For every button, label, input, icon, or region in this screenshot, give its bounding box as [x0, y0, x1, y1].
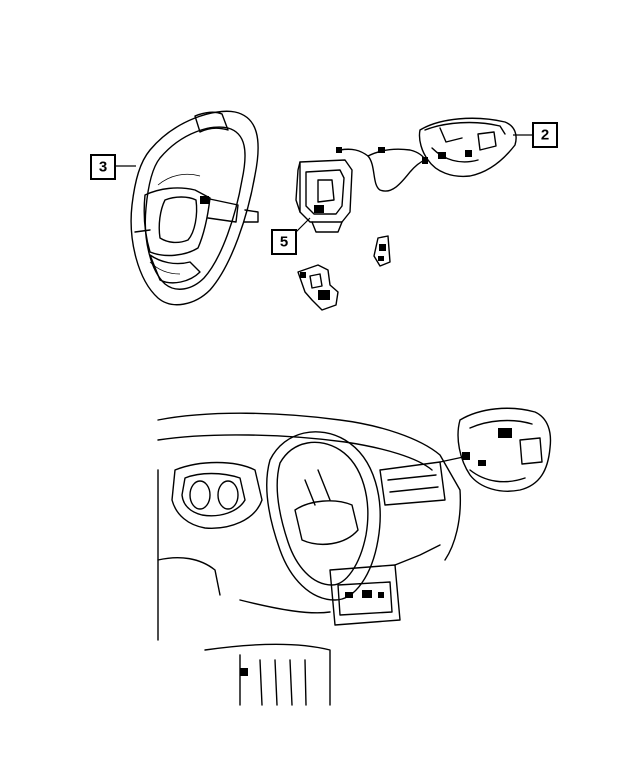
callout-5: 5 [271, 229, 297, 255]
installed-dashboard-view [157, 412, 470, 706]
callout-2-label: 2 [541, 127, 549, 144]
bracket-connector [297, 264, 339, 311]
leader-line-5 [295, 217, 311, 233]
air-bag-module-installed-detail [457, 407, 552, 492]
clockspring [295, 159, 353, 233]
callout-5-label: 5 [280, 234, 288, 251]
air-bag-module [418, 117, 517, 178]
wiring-harness [336, 147, 428, 192]
control-switch [373, 235, 391, 267]
callout-3: 3 [90, 154, 116, 180]
steering-wheel [130, 110, 259, 306]
callout-3-label: 3 [99, 159, 107, 176]
callout-2: 2 [532, 122, 558, 148]
